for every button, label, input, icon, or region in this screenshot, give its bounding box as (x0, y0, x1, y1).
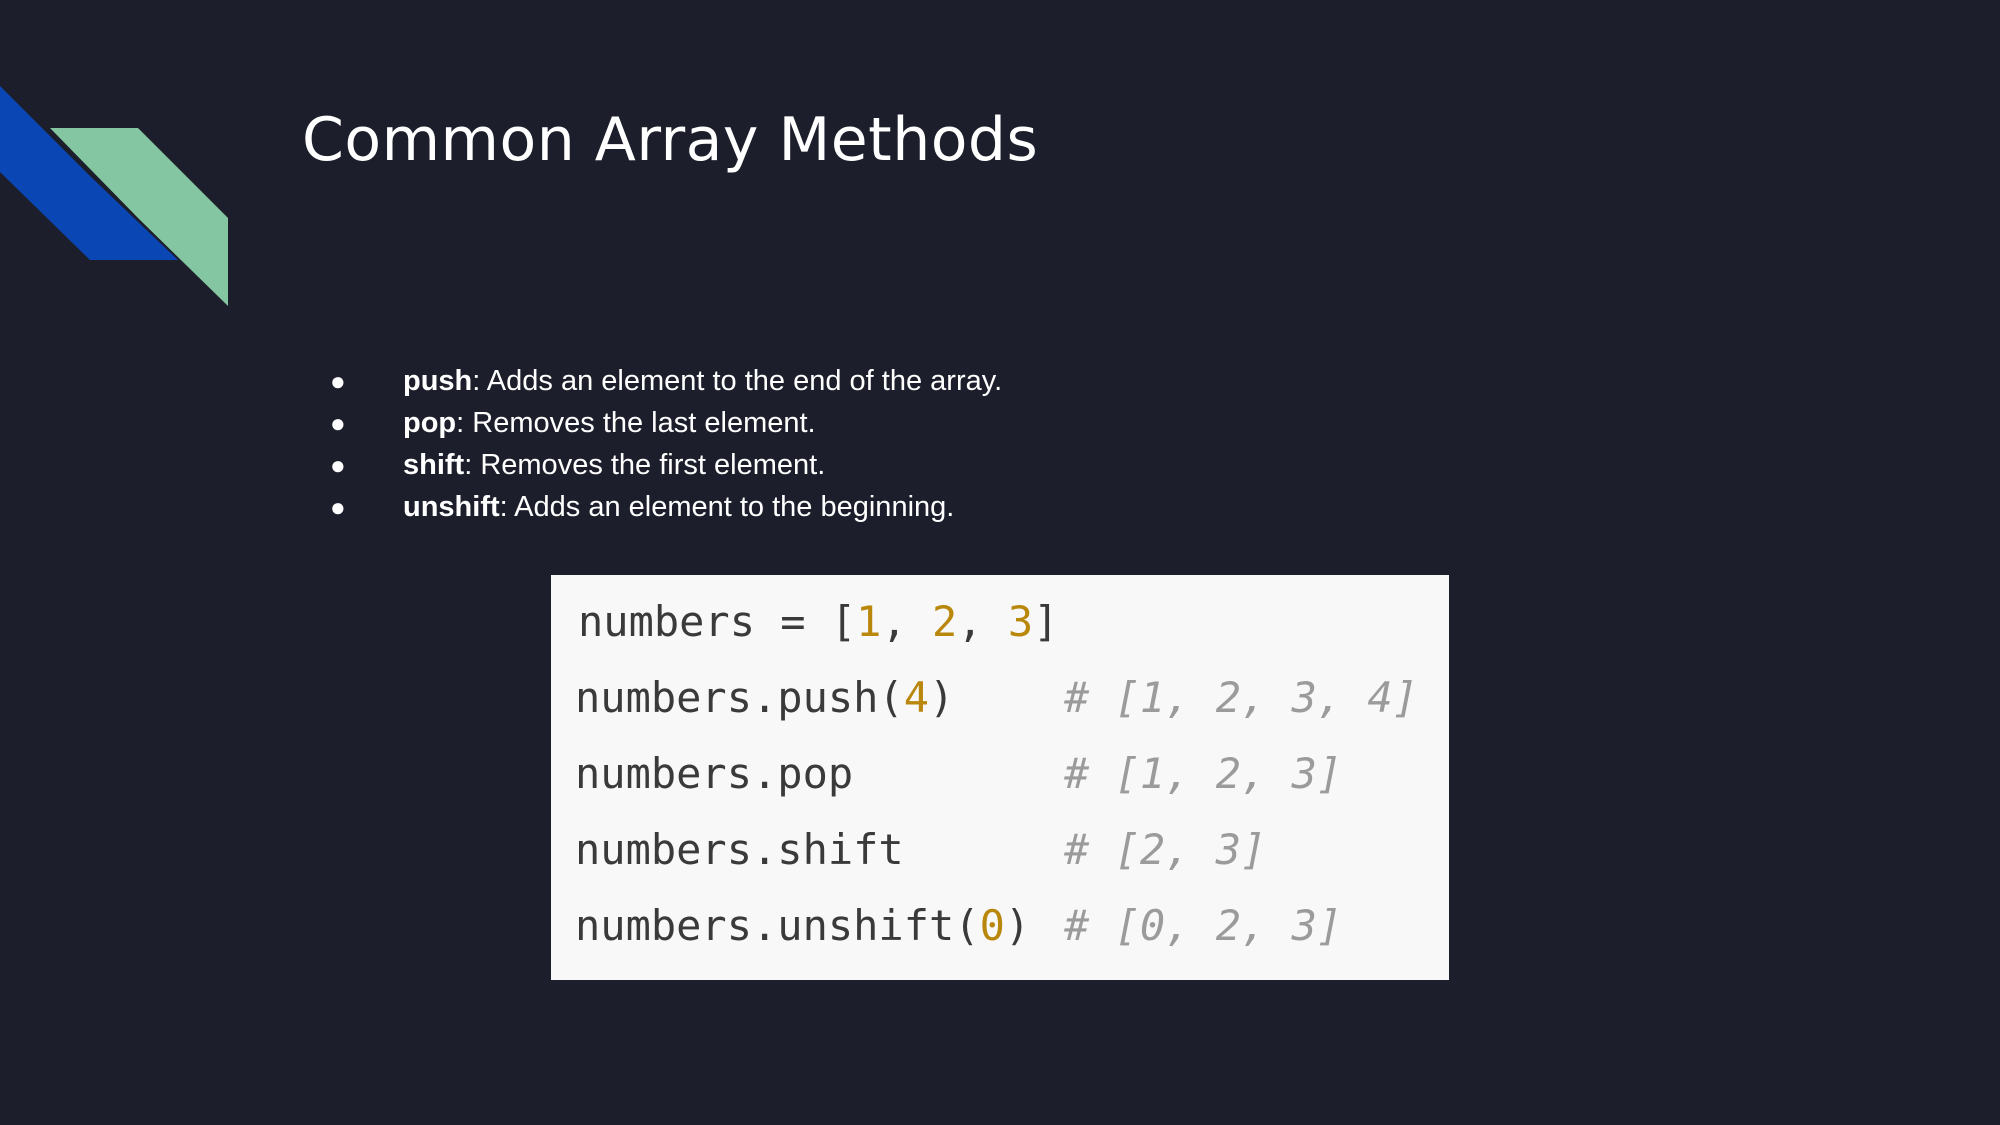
method-description: : Adds an element to the beginning. (499, 491, 955, 523)
green-stripe-shape (50, 128, 228, 306)
list-item: ● push: Adds an element to the end of th… (330, 360, 1002, 402)
code-number: 0 (979, 901, 1005, 950)
method-description: : Removes the last element. (456, 407, 816, 439)
bullet-icon: ● (330, 450, 346, 480)
method-description: : Removes the first element. (464, 449, 826, 481)
list-item: ● shift: Removes the first element. (330, 444, 1002, 486)
code-text: ) (1004, 901, 1031, 950)
code-comment: # [2, 3] (1064, 825, 1267, 874)
method-term: unshift (403, 491, 500, 523)
code-line: numbers.push(4) (575, 673, 954, 723)
code-line: numbers.shift (575, 825, 904, 874)
list-item: ● pop: Removes the last element. (330, 402, 1002, 444)
code-number: 3 (1007, 597, 1034, 646)
list-item: ● unshift: Adds an element to the beginn… (330, 486, 1002, 528)
code-text: ) (929, 673, 955, 722)
code-snippet-image: numbers = [1, 2, 3] numbers.push(4) # [1… (551, 575, 1449, 980)
code-number: 4 (903, 673, 930, 722)
code-text: numbers.push( (575, 673, 904, 722)
bullet-icon: ● (330, 492, 346, 522)
corner-decoration (0, 86, 228, 306)
code-comment: # [0, 2, 3] (1064, 901, 1343, 950)
code-comment: # [1, 2, 3] (1064, 749, 1343, 798)
code-comment: # [1, 2, 3, 4] (1064, 673, 1419, 722)
code-number: 2 (932, 597, 958, 646)
bullet-icon: ● (330, 408, 346, 438)
blue-stripe-shape (0, 86, 178, 260)
code-line: numbers = [1, 2, 3] (578, 597, 1059, 647)
method-term: pop (403, 407, 457, 439)
slide-title: Common Array Methods (302, 105, 1039, 175)
code-text: , (881, 597, 933, 646)
code-line: numbers.unshift(0) (575, 901, 1030, 951)
code-text: ] (1033, 597, 1059, 646)
method-term: shift (403, 449, 465, 481)
method-description: : Adds an element to the end of the arra… (472, 365, 1003, 397)
code-text: , (957, 597, 1008, 646)
code-number: 1 (856, 597, 882, 646)
method-term: push (403, 365, 473, 397)
bullet-icon: ● (330, 366, 346, 396)
bullet-list: ● push: Adds an element to the end of th… (330, 360, 1002, 528)
code-line: numbers.pop (575, 749, 854, 798)
code-text: numbers.unshift( (575, 901, 980, 950)
code-text: numbers = [ (578, 597, 857, 646)
